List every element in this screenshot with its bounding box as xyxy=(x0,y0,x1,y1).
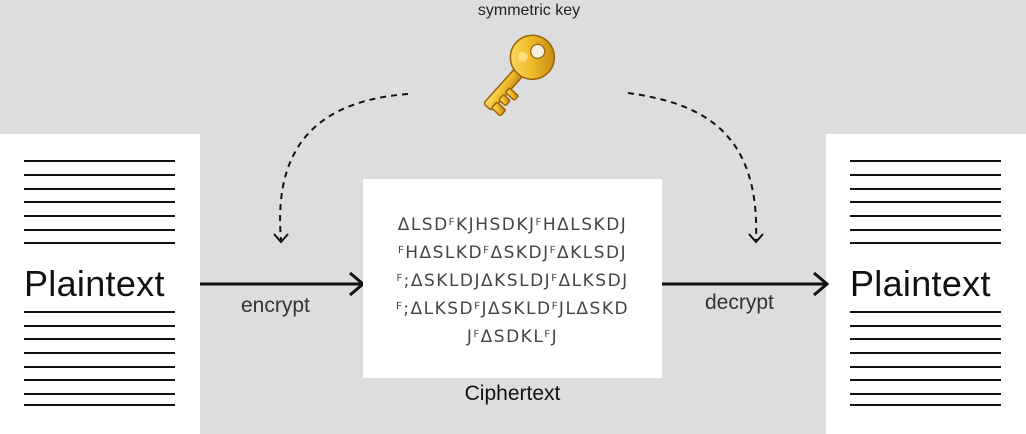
dashed-key-line-left xyxy=(279,93,409,241)
text-line xyxy=(24,366,175,368)
text-line xyxy=(24,188,175,190)
text-line xyxy=(850,393,1001,395)
plaintext-label: Plaintext xyxy=(24,263,165,304)
ciphertext-line: ΔLSDꟳKJHSDKJꟳHΔLSKDJ xyxy=(397,215,628,235)
text-line xyxy=(24,174,175,176)
text-line xyxy=(24,229,175,231)
text-line xyxy=(24,379,175,381)
text-line xyxy=(24,352,175,354)
plaintext-document-left: Plaintext xyxy=(0,134,200,434)
text-line xyxy=(24,311,175,313)
decrypt-label: decrypt xyxy=(705,291,774,314)
text-line xyxy=(24,338,175,340)
text-line xyxy=(24,404,175,406)
ciphertext-content: ΔLSDꟳKJHSDKJꟳHΔLSKDJ ꟳHΔSLKDꟳΔSKDJꟳΔKLSD… xyxy=(363,211,662,351)
text-line xyxy=(850,338,1001,340)
ciphertext-line: ꟳ;ΔLKSDꟳJΔSKLDꟳJLΔSKD xyxy=(395,299,630,319)
text-line xyxy=(24,215,175,217)
text-line xyxy=(850,379,1001,381)
plaintext-label: Plaintext xyxy=(850,263,991,304)
decrypt-arrowhead xyxy=(813,271,830,297)
text-line xyxy=(850,242,1001,244)
key-label: symmetric key xyxy=(477,2,581,19)
text-line xyxy=(850,160,1001,162)
text-line xyxy=(850,352,1001,354)
ciphertext-line: ꟳHΔSLKDꟳΔSKDJꟳΔKLSDJ xyxy=(397,243,628,263)
key-icon xyxy=(483,34,556,117)
ciphertext-line: JꟳΔSDKLꟳJ xyxy=(466,327,559,347)
ciphertext-line: ꟳ;ΔSKLDJΔKSLDJꟳΔLKSDJ xyxy=(396,271,629,291)
text-line xyxy=(850,201,1001,203)
ciphertext-label: Ciphertext xyxy=(464,382,561,405)
text-line xyxy=(850,174,1001,176)
text-line xyxy=(850,188,1001,190)
dashed-arrowhead-right xyxy=(748,233,764,244)
text-line xyxy=(850,311,1001,313)
text-line xyxy=(24,325,175,327)
text-line xyxy=(24,242,175,244)
dashed-arrowhead-left xyxy=(273,233,289,244)
text-line xyxy=(850,325,1001,327)
text-line xyxy=(24,160,175,162)
text-line xyxy=(850,404,1001,406)
encrypt-label: encrypt xyxy=(241,294,310,317)
text-line xyxy=(850,215,1001,217)
text-line xyxy=(850,229,1001,231)
text-line xyxy=(24,201,175,203)
plaintext-document-right: Plaintext xyxy=(826,134,1026,434)
text-line xyxy=(24,393,175,395)
text-line xyxy=(850,366,1001,368)
ciphertext-box: ΔLSDꟳKJHSDKJꟳHΔLSKDJ ꟳHΔSLKDꟳΔSKDJꟳΔKLSD… xyxy=(363,179,662,378)
dashed-key-line-right xyxy=(627,92,758,241)
